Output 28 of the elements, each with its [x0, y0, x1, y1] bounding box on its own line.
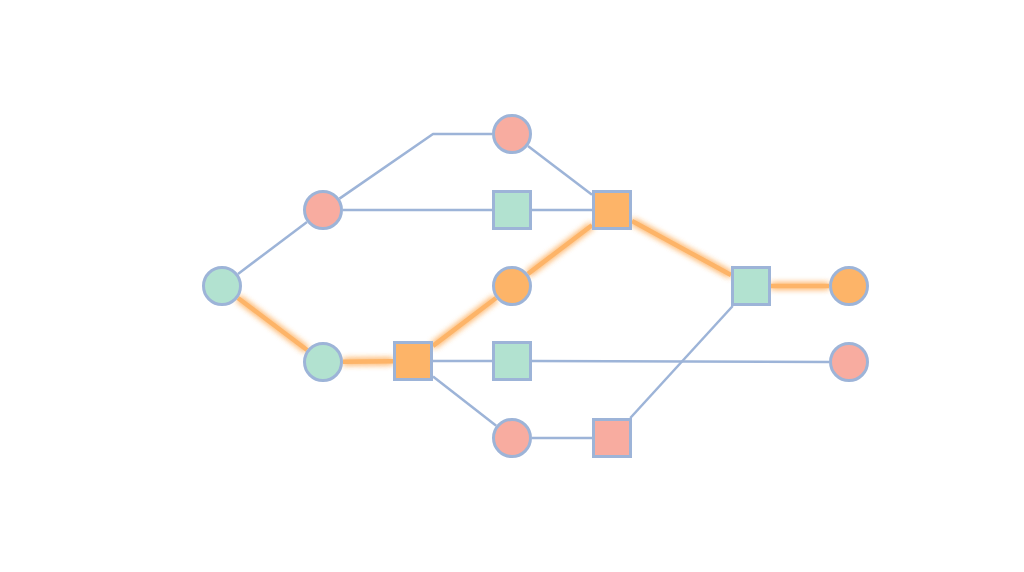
- circle-node: [492, 114, 532, 154]
- connector-line: [433, 359, 492, 363]
- circle-node: [829, 266, 869, 306]
- square-node: [393, 341, 433, 381]
- highlighted-line: [771, 283, 829, 289]
- square-node: [592, 190, 632, 230]
- circle-node: [303, 190, 343, 230]
- connector-line: [343, 208, 492, 212]
- connector-line: [237, 221, 308, 275]
- connector-line: [432, 375, 497, 427]
- circle-node: [202, 266, 242, 306]
- highlighted-line: [630, 218, 733, 278]
- circle-node: [829, 342, 869, 382]
- square-node: [492, 341, 532, 381]
- square-node: [731, 266, 771, 306]
- connector-line: [629, 305, 734, 419]
- connector-line: [527, 145, 593, 196]
- circle-node: [492, 266, 532, 306]
- highlighted-line: [526, 223, 594, 276]
- connector-line: [338, 132, 492, 200]
- connector-line: [532, 436, 592, 440]
- connector-line: [532, 208, 592, 212]
- square-node: [492, 190, 532, 230]
- highlighted-line: [431, 296, 498, 348]
- circle-node: [303, 342, 343, 382]
- circle-node: [492, 418, 532, 458]
- square-node: [592, 418, 632, 458]
- connector-line: [532, 359, 829, 364]
